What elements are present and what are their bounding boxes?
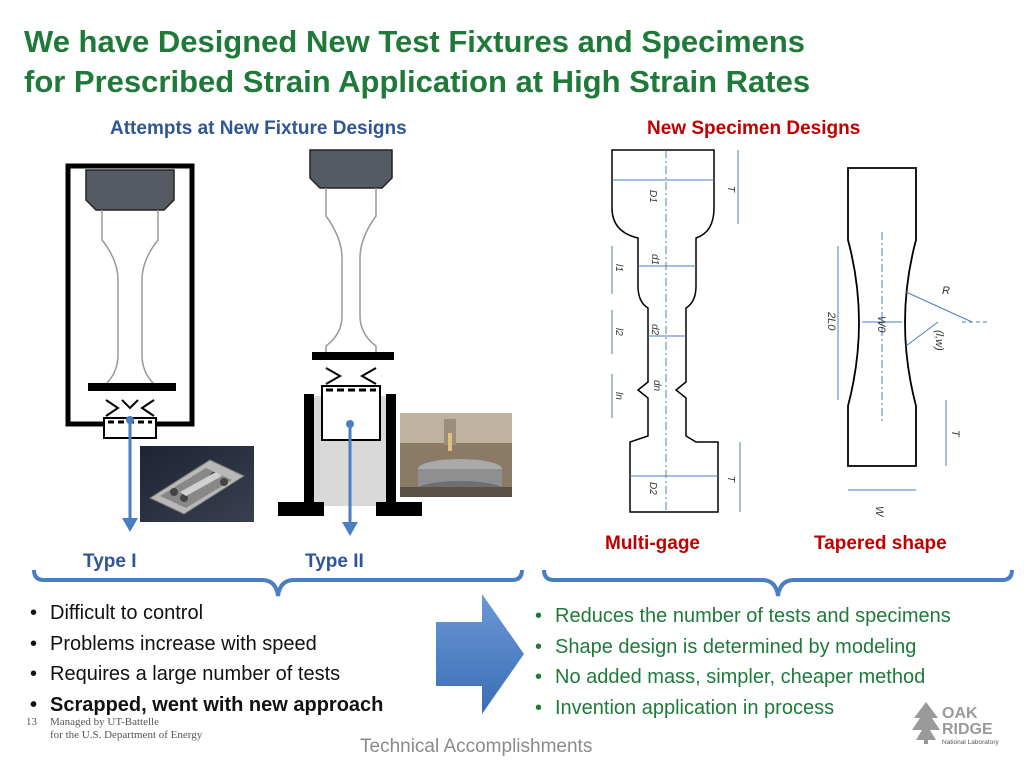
footer-managed: 13 Managed by UT-Battelle for the U.S. De… xyxy=(26,716,202,742)
title-line-2: for Prescribed Strain Application at Hig… xyxy=(24,64,811,99)
type2-specimen xyxy=(325,188,377,358)
list-item: Scrapped, went with new approach xyxy=(28,690,383,721)
logo-text-ridge: RIDGE xyxy=(942,721,993,738)
dim-label: D1 xyxy=(647,190,658,203)
type2-fixture-photo xyxy=(400,413,512,497)
transition-arrow xyxy=(436,594,524,714)
type2-base-right xyxy=(376,502,422,516)
type2-label: Type II xyxy=(305,551,364,572)
managed-line-2: for the U.S. Department of Energy xyxy=(50,729,203,741)
right-brace xyxy=(542,569,1014,597)
tree-icon xyxy=(912,702,940,744)
multigage-outline xyxy=(611,149,719,513)
multigage-label: Multi-gage xyxy=(605,533,700,554)
footer-section-title: Technical Accomplishments xyxy=(360,736,593,757)
dim-label: D2 xyxy=(647,482,658,495)
type1-specimen xyxy=(101,210,159,390)
dim-label: W0 xyxy=(875,316,887,333)
list-item: Difficult to control xyxy=(28,598,383,629)
logo-text-national-lab: National Laboratory xyxy=(942,739,999,746)
type1-upper-grip xyxy=(85,169,175,211)
tapered-specimen-diagram: R 2L0 W0 (l,w) T W xyxy=(825,167,988,518)
dim-label: 2L0 xyxy=(825,311,837,331)
specimen-designs-heading: New Specimen Designs xyxy=(647,118,861,139)
type1-label: Type I xyxy=(83,551,137,572)
dim-label: d1 xyxy=(649,254,660,265)
specimen-benefits-list: Reduces the number of tests and specimen… xyxy=(533,601,951,723)
type1-wedge xyxy=(105,399,155,417)
type2-base-left xyxy=(278,502,324,516)
list-item: No added mass, simpler, cheaper method xyxy=(533,662,951,693)
list-item: Problems increase with speed xyxy=(28,629,383,660)
managed-line-1: Managed by UT-Battelle xyxy=(50,716,159,728)
multigage-specimen-diagram: D1 T d1 l1 d2 l2 dn ln D2 T xyxy=(611,149,741,513)
fixture-designs-heading: Attempts at New Fixture Designs xyxy=(110,118,407,139)
dim-label: dn xyxy=(651,380,662,392)
type2-fixture-diagram xyxy=(278,149,422,536)
list-item: Requires a large number of tests xyxy=(28,659,383,690)
page-number: 13 xyxy=(26,716,37,728)
slide-title: We have Designed New Test Fixtures and S… xyxy=(24,22,1004,102)
dim-label: T xyxy=(725,476,736,483)
dim-label: l2 xyxy=(613,328,624,336)
type1-fixture-diagram xyxy=(65,163,195,532)
type2-crossbar xyxy=(312,352,394,360)
left-brace xyxy=(32,569,524,597)
dim-label: R xyxy=(942,285,950,297)
dim-label: ln xyxy=(613,392,624,400)
type1-crossbar xyxy=(88,383,176,391)
tapered-label: Tapered shape xyxy=(814,533,947,554)
type1-fixture-photo xyxy=(140,446,254,522)
list-item: Invention application in process xyxy=(533,693,951,724)
ornl-logo: OAK RIDGE National Laboratory xyxy=(912,702,999,746)
logo-text-oak: OAK xyxy=(942,705,978,722)
fixture-issues-list: Difficult to control Problems increase w… xyxy=(28,598,383,720)
type2-upper-grip xyxy=(309,149,393,189)
dim-label: T xyxy=(725,186,736,193)
list-item: Shape design is determined by modeling xyxy=(533,632,951,663)
dim-label: (l,w) xyxy=(933,330,945,351)
dim-label: d2 xyxy=(649,324,660,336)
list-item: Reduces the number of tests and specimen… xyxy=(533,601,951,632)
dim-label: W xyxy=(873,506,885,518)
dim-label: T xyxy=(949,430,961,438)
title-line-1: We have Designed New Test Fixtures and S… xyxy=(24,24,805,59)
dim-label: l1 xyxy=(613,264,624,272)
